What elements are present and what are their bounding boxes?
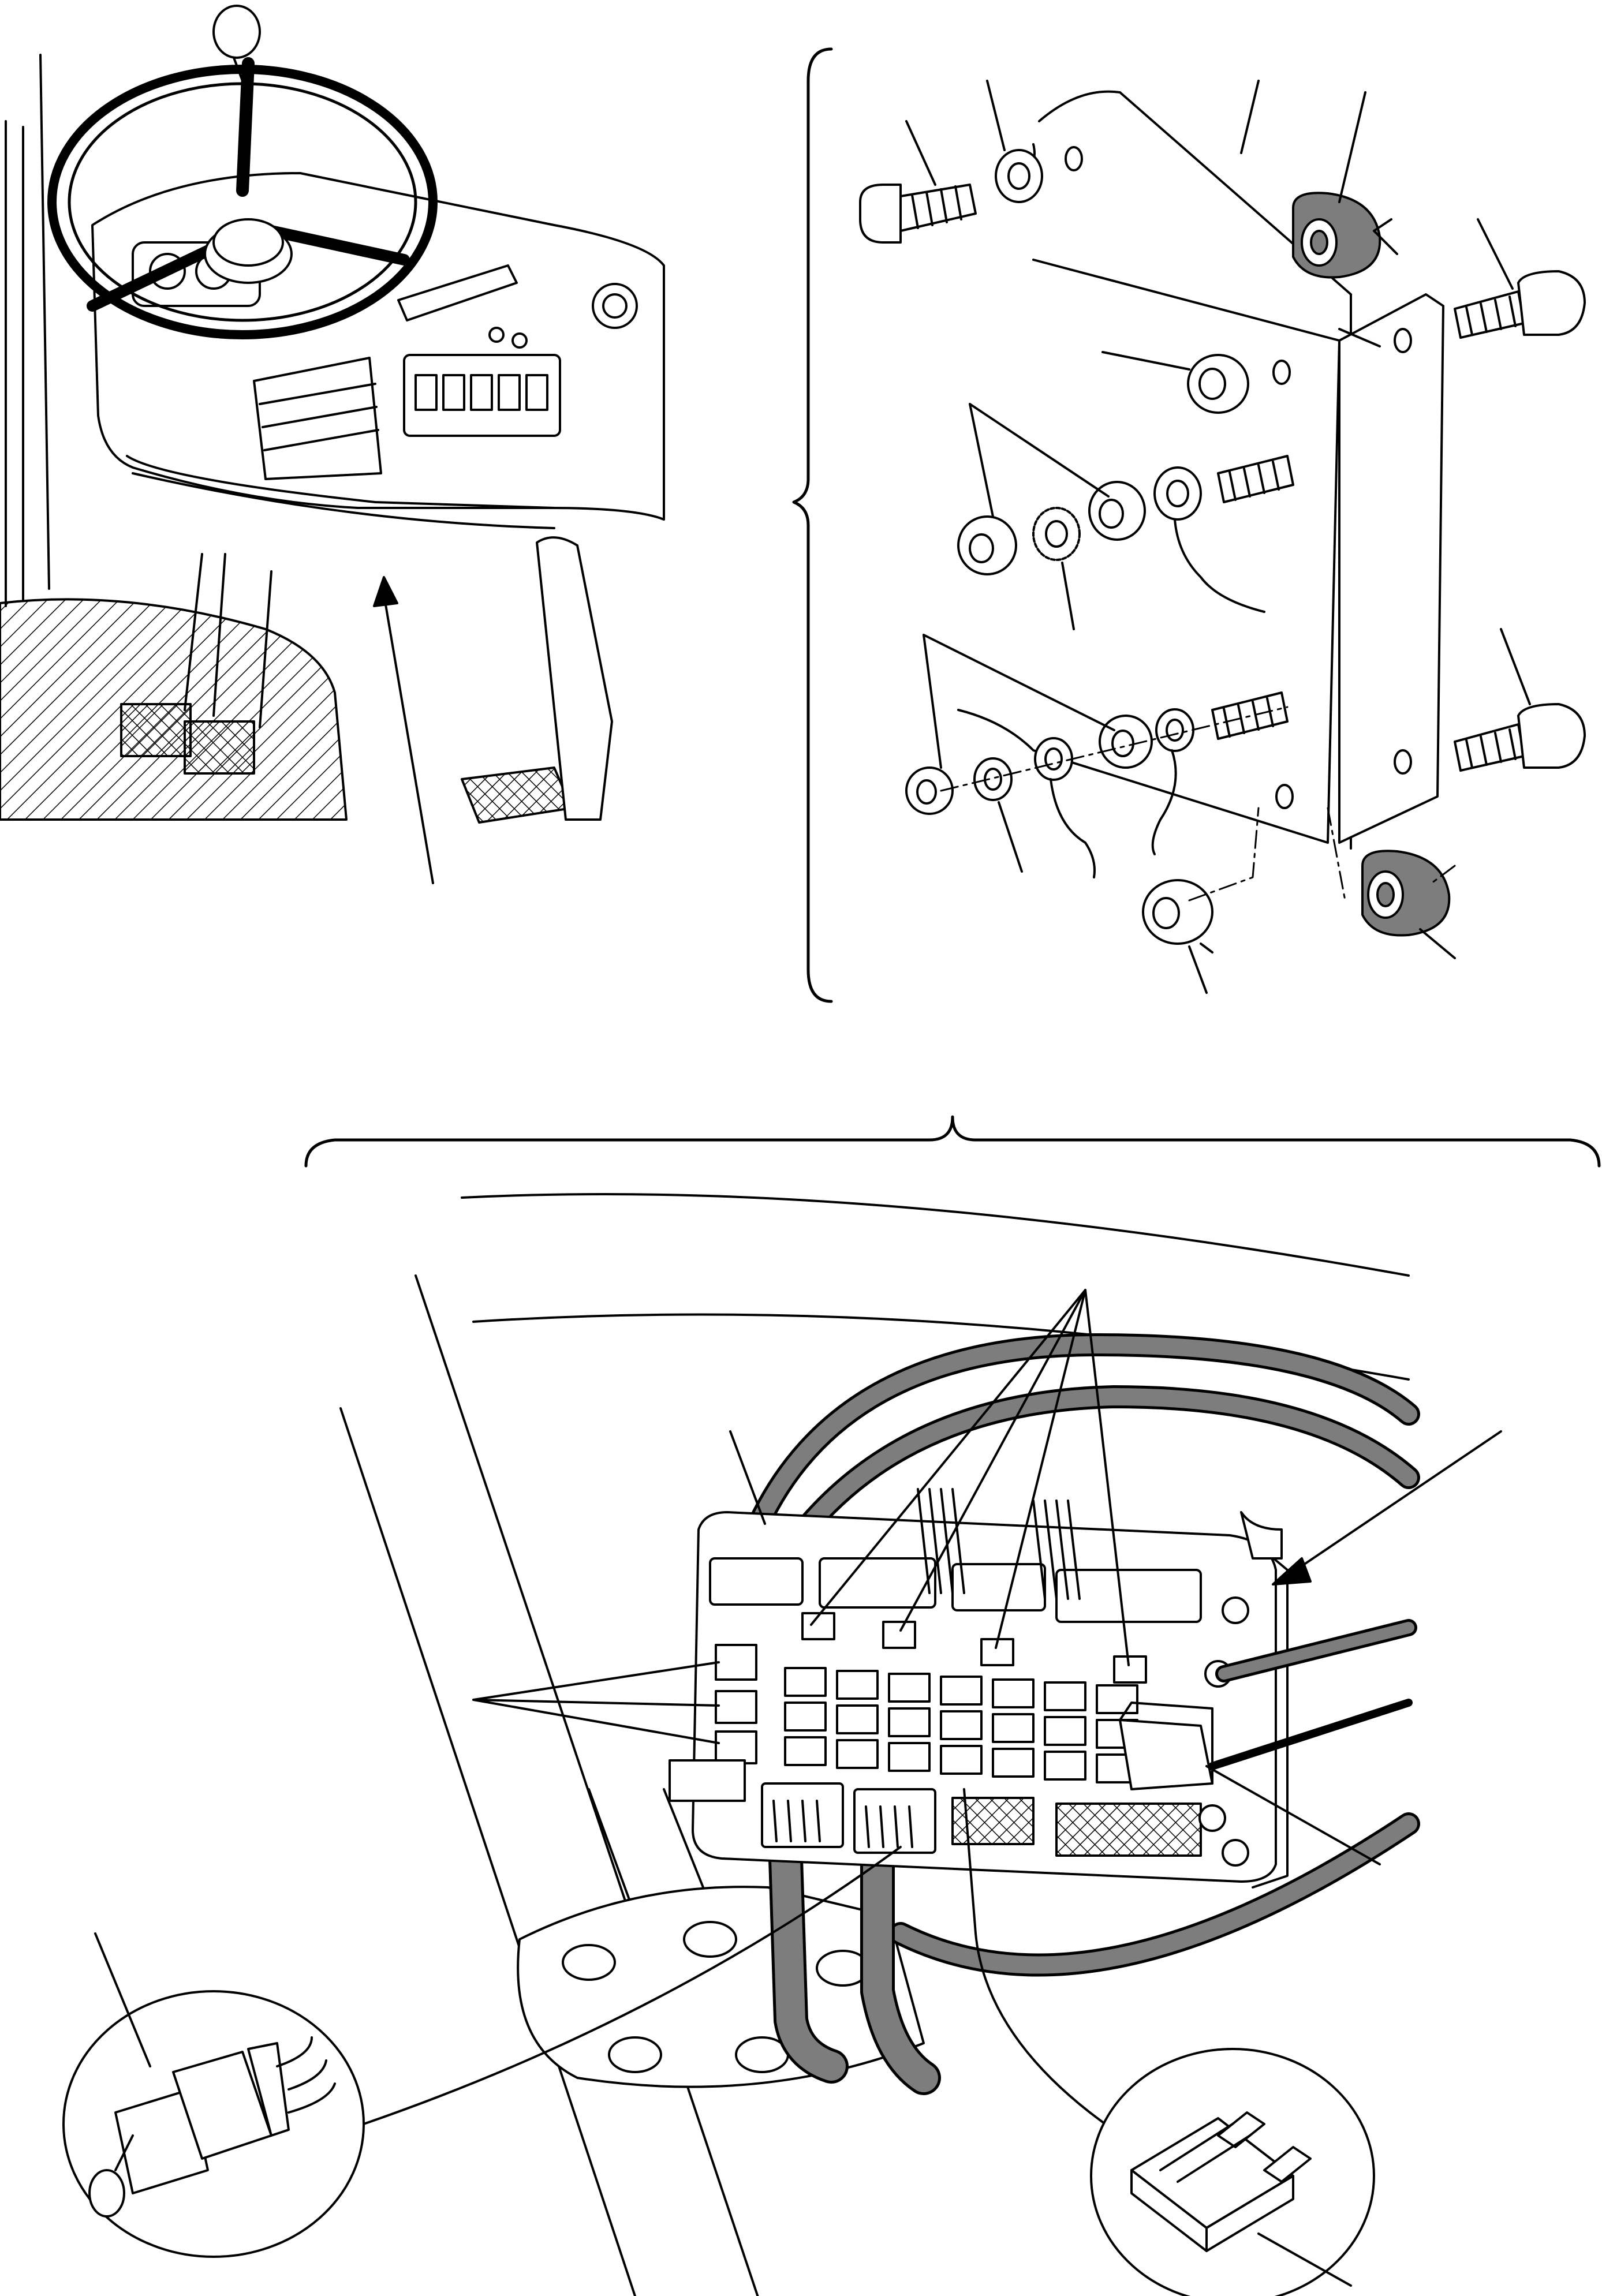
relay-detail-panel	[1090, 2048, 1375, 2296]
fuse-detail-panel	[62, 1846, 902, 2258]
fuse-box-view-panel	[304, 1115, 1601, 2296]
cab-view-panel	[0, 5, 665, 884]
mounting-exploded-view-panel	[792, 47, 1586, 1003]
